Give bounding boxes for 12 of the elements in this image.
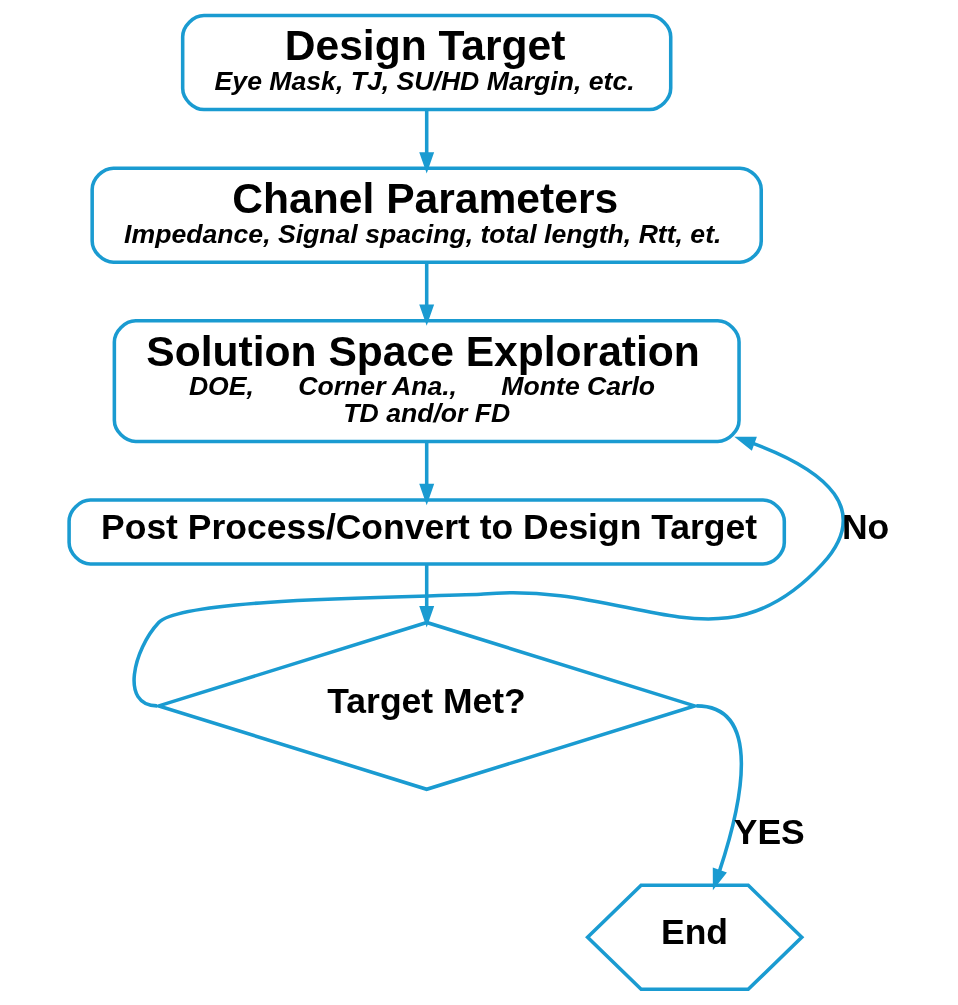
node-box: Design Target Eye Mask, TJ, SU/HD Margin, etc. bbox=[180, 13, 672, 112]
arrow bbox=[132, 436, 845, 708]
node-box: Solution Space Exploration DOE, Corner Ana., Monte Carlo TD and/or FD bbox=[112, 319, 741, 444]
arrow bbox=[418, 109, 434, 174]
arrow bbox=[418, 564, 434, 628]
edge-label: YES bbox=[733, 812, 805, 853]
arrow bbox=[418, 263, 434, 326]
edge-label: No bbox=[841, 507, 889, 548]
arrow bbox=[695, 704, 743, 891]
node-box: Post Process/Convert to Design Target bbox=[66, 498, 786, 566]
node-box: Chanel Parameters Impedance, Signal spacing, total length, Rtt, et. bbox=[89, 166, 763, 264]
arrow bbox=[418, 441, 434, 506]
